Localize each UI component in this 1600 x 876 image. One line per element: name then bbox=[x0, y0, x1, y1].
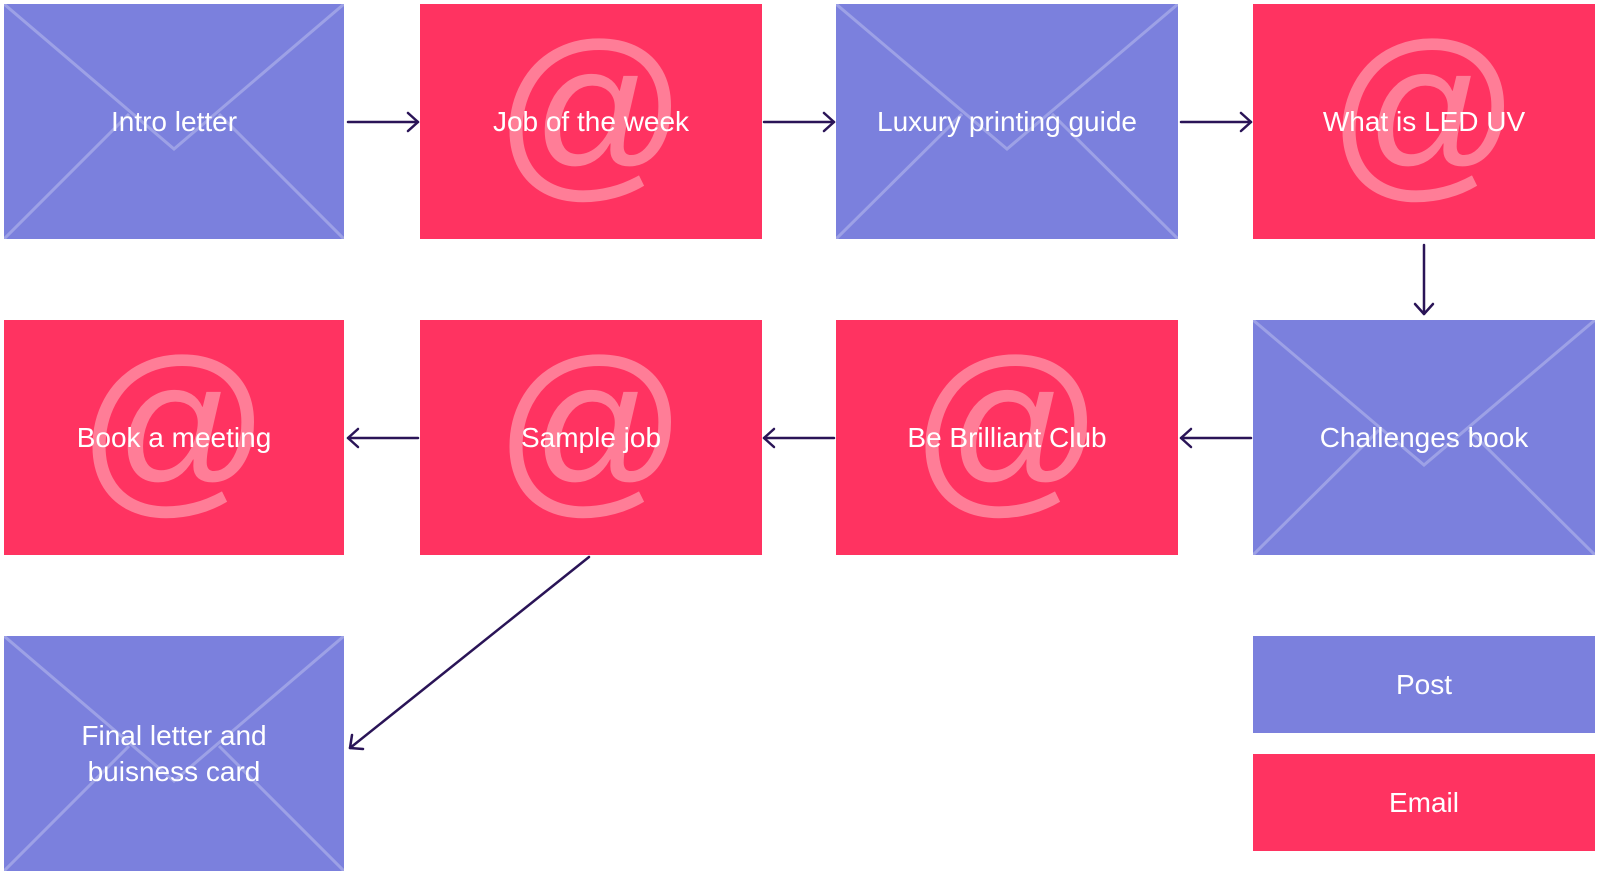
svg-text:@: @ bbox=[495, 321, 688, 533]
step-label: Be Brilliant Club bbox=[907, 421, 1107, 453]
step-what-is-led-uv: @ What is LED UV bbox=[1253, 4, 1595, 239]
arrow-led-to-challenges bbox=[1413, 243, 1435, 316]
arrow-intro-to-job bbox=[346, 111, 420, 133]
at-sign-icon: @ bbox=[495, 321, 688, 533]
at-sign-icon: @ bbox=[1328, 5, 1521, 217]
arrow-sample-to-meeting bbox=[346, 427, 420, 449]
step-job-of-the-week: @ Job of the week bbox=[420, 4, 762, 239]
step-label: Book a meeting bbox=[76, 421, 272, 453]
envelope-icon bbox=[4, 4, 344, 239]
step-label: Challenges book bbox=[1319, 421, 1529, 453]
envelope-icon bbox=[836, 4, 1178, 239]
arrow-brilliant-to-sample bbox=[762, 427, 836, 449]
at-sign-icon: @ bbox=[911, 321, 1104, 533]
step-label: Job of the week bbox=[492, 105, 690, 137]
step-sample-job: @ Sample job bbox=[420, 320, 762, 555]
legend-email: Email bbox=[1253, 754, 1595, 851]
arrow-sample-to-final bbox=[348, 555, 591, 751]
step-label: Luxury printing guide bbox=[877, 105, 1137, 137]
arrow-job-to-luxury bbox=[762, 111, 836, 133]
envelope-icon bbox=[4, 636, 344, 871]
step-luxury-printing-guide: Luxury printing guide bbox=[836, 4, 1178, 239]
envelope-icon bbox=[1253, 320, 1595, 555]
svg-text:@: @ bbox=[911, 321, 1104, 533]
legend-post-label: Post bbox=[1395, 668, 1453, 700]
step-final-letter: Final letter and buisness card bbox=[4, 636, 344, 871]
legend-email-label: Email bbox=[1388, 786, 1459, 818]
at-sign-icon: @ bbox=[495, 5, 688, 217]
step-label: Final letter and buisness card bbox=[81, 719, 267, 787]
step-label: Sample job bbox=[520, 421, 662, 453]
step-intro-letter: Intro letter bbox=[4, 4, 344, 239]
step-book-a-meeting: @ Book a meeting bbox=[4, 320, 344, 555]
legend-post: Post bbox=[1253, 636, 1595, 733]
step-label: Intro letter bbox=[110, 105, 238, 137]
arrow-challenges-to-brilliant bbox=[1179, 427, 1253, 449]
svg-text:@: @ bbox=[495, 5, 688, 217]
at-sign-icon: @ bbox=[78, 321, 271, 533]
svg-text:@: @ bbox=[1328, 5, 1521, 217]
arrow-luxury-to-led bbox=[1179, 111, 1253, 133]
step-label: What is LED UV bbox=[1322, 105, 1526, 137]
step-challenges-book: Challenges book bbox=[1253, 320, 1595, 555]
svg-text:@: @ bbox=[78, 321, 271, 533]
step-be-brilliant-club: @ Be Brilliant Club bbox=[836, 320, 1178, 555]
